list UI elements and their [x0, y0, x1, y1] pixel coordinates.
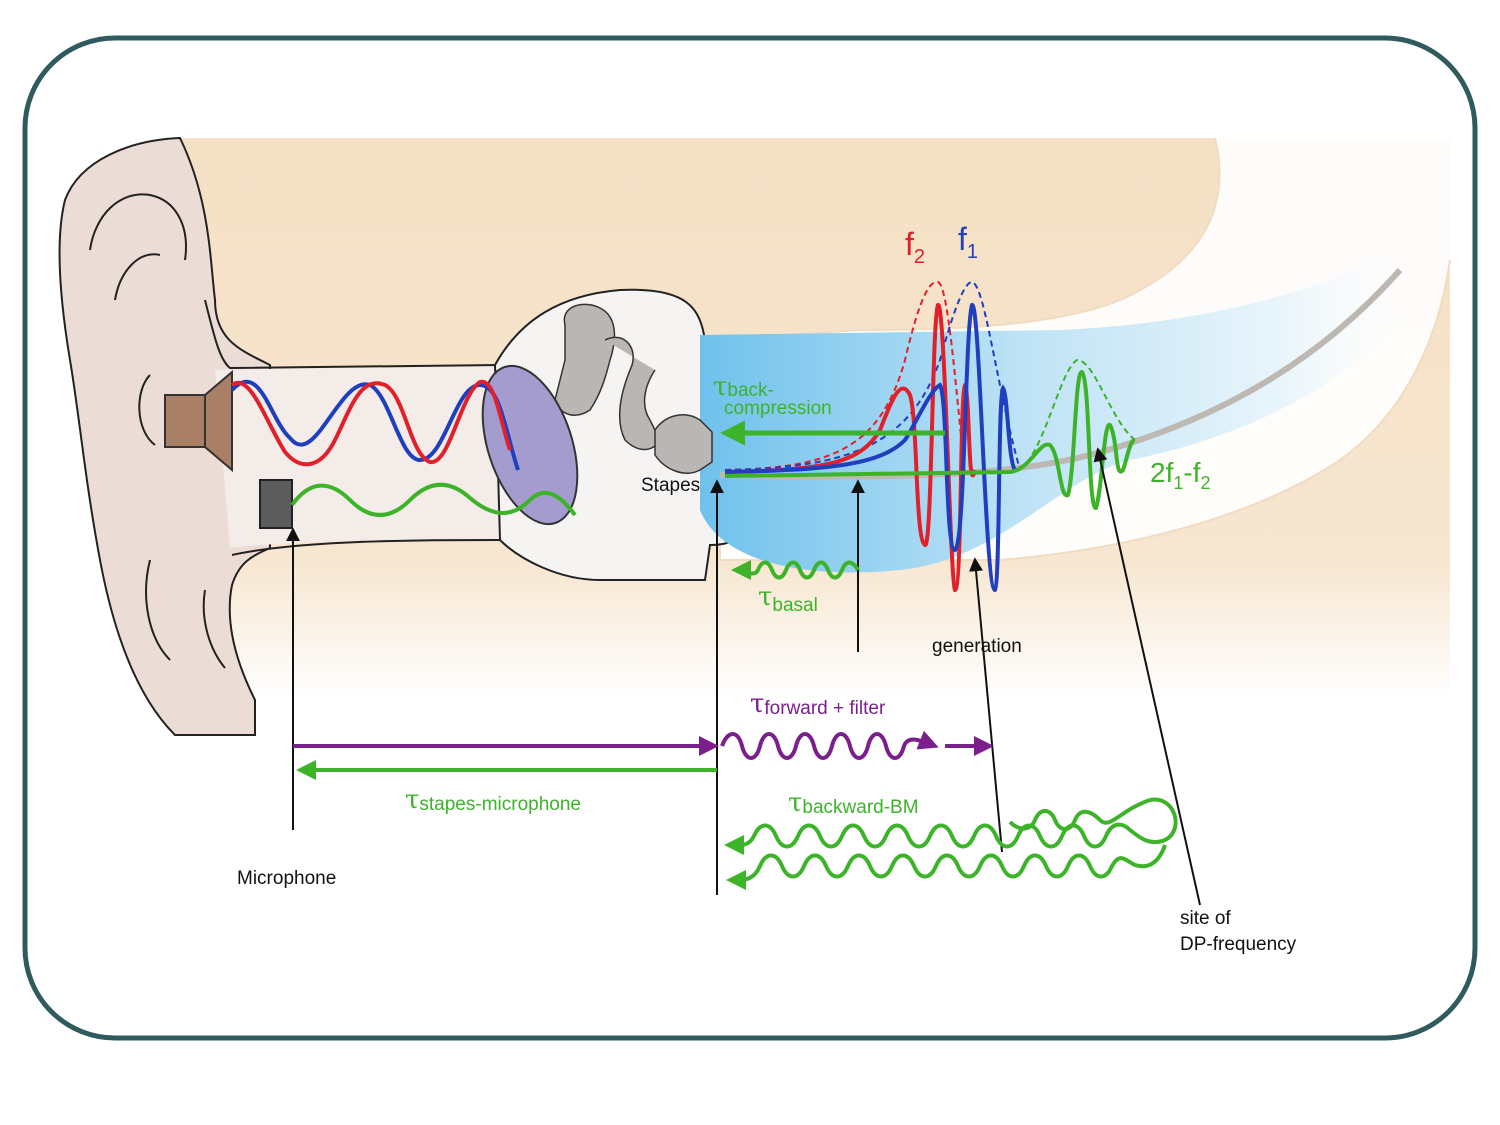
tau-backward-bm-upper-arrow [724, 797, 1178, 856]
f1-envelope [724, 280, 1021, 471]
dp-frequency-label: 2f1-f2 [1150, 457, 1211, 493]
generation-label: generation [932, 636, 1022, 657]
pointer-arrows [286, 447, 1201, 906]
dp-envelope [1019, 358, 1136, 471]
tau-backward-bm-loop [1008, 798, 1151, 831]
stapes-bone [654, 414, 713, 474]
tau-backward-bm-lower-arrow [726, 844, 1167, 890]
tau-forward-wavy-arrow [720, 730, 939, 760]
tau-forward-filter-label: τforward + filter [750, 689, 886, 719]
tau-basal-arrow [731, 560, 860, 581]
f1-canal-wave [230, 379, 520, 471]
f2-traveling-wave [724, 302, 977, 593]
ossicles [554, 303, 713, 474]
microphone-device [259, 479, 293, 529]
site-of-label: site of [1180, 908, 1231, 929]
tau-basal-label: τbasal [758, 582, 818, 616]
loudspeaker [164, 369, 233, 473]
tau-back-compression-label-line2: compression [724, 398, 832, 419]
f2-envelope [724, 280, 966, 476]
dp-frequency-site-label: DP-frequency [1180, 934, 1297, 955]
dp-canal-wave [290, 482, 577, 517]
microphone-label: Microphone [237, 868, 336, 889]
f1-label: f1 [958, 221, 978, 263]
tau-back-compression-label: τback- [713, 372, 774, 402]
f2-label: f2 [905, 226, 925, 268]
tau-stapes-microphone-label: τstapes-microphone [405, 785, 581, 815]
dp-traveling-wave [724, 369, 1136, 511]
tau-backward-bm-label: τbackward-BM [788, 788, 919, 818]
eardrum [481, 364, 579, 526]
f2-canal-wave [230, 379, 512, 467]
stapes-label: Stapes [641, 475, 700, 496]
